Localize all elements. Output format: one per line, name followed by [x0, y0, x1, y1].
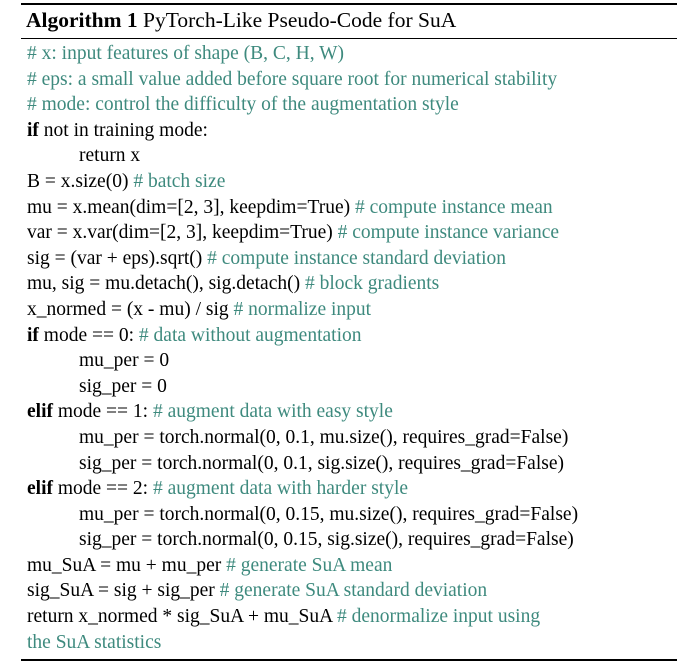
code-line: elif mode == 2: # augment data with hard…: [21, 476, 677, 502]
code-comment: # augment data with harder style: [152, 478, 409, 500]
algorithm-block: Algorithm 1 PyTorch-Like Pseudo-Code for…: [21, 3, 677, 662]
code-body: # x: input features of shape (B, C, H, W…: [21, 39, 677, 655]
code-line: # mode: control the difficulty of the au…: [21, 92, 677, 118]
code-line: elif mode == 1: # augment data with easy…: [21, 399, 677, 425]
algorithm-caption: Algorithm 1 PyTorch-Like Pseudo-Code for…: [21, 5, 677, 35]
code-text: mu_per = torch.normal(0, 0.1, mu.size(),…: [79, 426, 569, 448]
code-comment: # x: input features of shape (B, C, H, W…: [27, 43, 344, 64]
code-comment: # batch size: [133, 170, 226, 192]
caption-rule: [21, 38, 677, 39]
code-comment: # data without augmentation: [138, 324, 362, 346]
code-text: return x: [79, 145, 141, 167]
code-text: sig_per = torch.normal(0, 0.1, sig.size(…: [79, 452, 564, 474]
code-comment: # denormalize input using: [337, 606, 541, 628]
code-text: sig_per = torch.normal(0, 0.15, sig.size…: [79, 529, 574, 551]
code-text: mode == 0:: [38, 324, 139, 346]
code-comment: # mode: control the difficulty of the au…: [27, 94, 459, 116]
code-comment: # generate SuA standard deviation: [219, 580, 488, 602]
code-text: mu = x.mean(dim=[2, 3], keepdim=True): [27, 196, 355, 218]
code-text: sig_per = 0: [79, 375, 167, 397]
code-line: sig_SuA = sig + sig_per # generate SuA s…: [21, 578, 677, 604]
top-rule: [21, 3, 677, 5]
code-line: mu, sig = mu.detach(), sig.detach() # bl…: [21, 271, 677, 297]
code-line: return x_normed * sig_SuA + mu_SuA # den…: [21, 604, 677, 630]
code-text: mu_per = torch.normal(0, 0.15, mu.size()…: [79, 503, 579, 525]
code-line: mu_SuA = mu + mu_per # generate SuA mean: [21, 553, 677, 579]
keyword: if: [27, 324, 39, 346]
bottom-rule: [21, 659, 677, 662]
code-line: B = x.size(0) # batch size: [21, 169, 677, 195]
code-line: mu_per = 0: [21, 348, 677, 374]
code-line: mu_per = torch.normal(0, 0.1, mu.size(),…: [21, 425, 677, 451]
code-line: mu_per = torch.normal(0, 0.15, mu.size()…: [21, 502, 677, 528]
code-comment: the SuA statistics: [27, 631, 162, 653]
code-text: mode == 2:: [52, 478, 153, 500]
algorithm-title: PyTorch-Like Pseudo-Code for SuA: [143, 8, 457, 32]
code-text: mu, sig = mu.detach(), sig.detach(): [27, 273, 305, 295]
code-line: return x: [21, 143, 677, 169]
code-text: mode == 1:: [52, 401, 153, 423]
code-comment: # compute instance mean: [354, 196, 553, 218]
code-line: # eps: a small value added before square…: [21, 67, 677, 93]
code-line: sig_per = torch.normal(0, 0.1, sig.size(…: [21, 451, 677, 477]
code-line: var = x.var(dim=[2, 3], keepdim=True) # …: [21, 220, 677, 246]
code-text: var = x.var(dim=[2, 3], keepdim=True): [27, 222, 338, 244]
code-comment: # block gradients: [304, 273, 440, 295]
code-comment: # eps: a small value added before square…: [27, 68, 558, 90]
code-text: not in training mode:: [38, 119, 208, 141]
code-text: B = x.size(0): [27, 170, 134, 192]
code-text: mu_per = 0: [79, 350, 170, 372]
keyword: if: [27, 119, 39, 141]
code-line: the SuA statistics: [21, 630, 677, 656]
code-text: mu_SuA = mu + mu_per: [27, 554, 227, 576]
code-comment: # normalize input: [233, 298, 372, 320]
code-line: if not in training mode:: [21, 118, 677, 144]
code-line: x_normed = (x - mu) / sig # normalize in…: [21, 297, 677, 323]
code-line: mu = x.mean(dim=[2, 3], keepdim=True) # …: [21, 195, 677, 221]
code-line: sig_per = torch.normal(0, 0.15, sig.size…: [21, 527, 677, 553]
code-text: return x_normed * sig_SuA + mu_SuA: [27, 606, 338, 628]
keyword: elif: [27, 478, 53, 500]
code-text: x_normed = (x - mu) / sig: [27, 298, 234, 320]
code-line: # x: input features of shape (B, C, H, W…: [21, 41, 677, 67]
code-text: sig_SuA = sig + sig_per: [27, 580, 220, 602]
keyword: elif: [27, 401, 53, 423]
code-comment: # compute instance standard deviation: [207, 247, 507, 269]
code-comment: # generate SuA mean: [226, 554, 393, 576]
code-line: sig = (var + eps).sqrt() # compute insta…: [21, 246, 677, 272]
code-comment: # compute instance variance: [337, 222, 560, 244]
algorithm-label: Algorithm 1: [26, 8, 138, 32]
code-line: if mode == 0: # data without augmentatio…: [21, 323, 677, 349]
code-line: sig_per = 0: [21, 374, 677, 400]
code-text: sig = (var + eps).sqrt(): [27, 247, 208, 269]
code-comment: # augment data with easy style: [152, 401, 393, 423]
